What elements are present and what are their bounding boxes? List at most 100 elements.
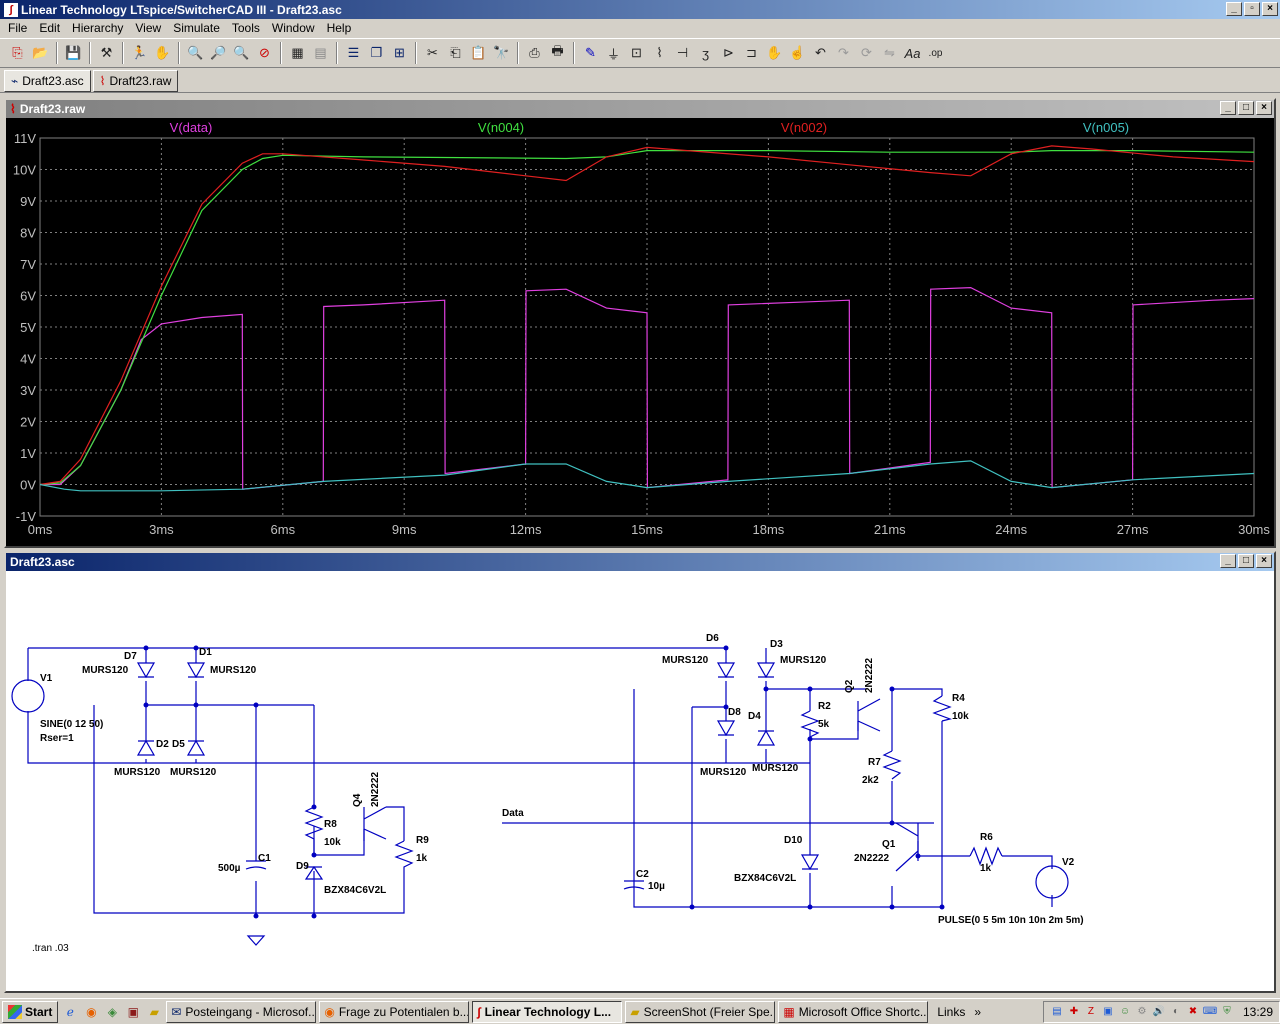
maximize-button[interactable]: □ [1238,101,1254,115]
d8-model: MURS120 [700,767,747,778]
zonealarm-icon[interactable]: Z [1087,1006,1095,1017]
cascade-icon[interactable]: ❐ [370,45,383,60]
print-setup-icon[interactable]: ⎙ [529,45,540,60]
paste-icon[interactable]: 📋 [470,45,487,60]
d5-label: D5 [172,739,185,750]
close-button[interactable]: × [1256,101,1272,115]
firefox-icon[interactable]: ◉ [86,1004,97,1019]
waveform-window-titlebar[interactable]: ⌇ Draft23.raw _ □ × [6,100,1274,118]
resistor-icon[interactable]: ⌇ [656,45,663,60]
task-firefox[interactable]: ◉ Frage zu Potentialen b... [319,1000,470,1023]
schematic-drawing[interactable]: V1 SINE(0 12 50) Rser=1 D7 MURS120 D1 MU… [6,571,1274,991]
d7-model: MURS120 [82,665,129,676]
menu-view[interactable]: View [135,21,162,35]
antivirus-icon[interactable]: ✚ [1069,1006,1079,1017]
speaker-icon[interactable]: 🔊 [1152,1006,1166,1017]
explorer-icon[interactable]: ◈ [107,1004,117,1019]
task-office-shortcuts[interactable]: ▦ Microsoft Office Shortc... [778,1000,929,1023]
menu-window[interactable]: Window [271,21,315,35]
r6-value: 1k [980,863,992,874]
links-toolbar[interactable]: Links [937,1004,966,1019]
keyboard-icon[interactable]: ⌨ [1202,1006,1218,1017]
winrar-icon[interactable]: ▣ [127,1004,140,1019]
zoom-full-icon[interactable]: 🔎 [210,45,227,60]
v2-label: V2 [1062,857,1075,868]
menu-simulate[interactable]: Simulate [173,21,220,35]
drag-icon[interactable]: ☝ [789,45,806,60]
messenger-icon[interactable]: ☺ [1119,1006,1131,1017]
tab-waveform[interactable]: ⌇ Draft23.raw [92,70,179,92]
save-icon[interactable]: 💾 [65,45,82,60]
control-panel-icon[interactable]: ⚒ [100,45,113,60]
tab-schematic[interactable]: ⌁ Draft23.asc [4,70,91,92]
toolbar-separator [280,42,282,64]
cut-icon[interactable]: ✂ [427,45,438,60]
display-icon[interactable]: ▣ [1103,1006,1113,1017]
ie-icon[interactable]: ℯ [66,1004,74,1019]
d1-model: MURS120 [210,665,257,676]
print-icon[interactable]: 🖶 [551,43,564,58]
redo-icon[interactable]: ↷ [838,45,849,60]
menu-help[interactable]: Help [326,21,352,35]
mouse-icon[interactable]: ◐ [1172,1006,1179,1017]
network-icon[interactable]: ▤ [1052,1006,1062,1017]
schematic-wires [27,647,1053,916]
close-button[interactable]: × [1262,2,1278,16]
grid-icon[interactable]: ▤ [314,45,327,60]
task-label: Linear Technology L... [484,1004,612,1019]
label-icon[interactable]: ⊡ [631,45,642,60]
tile-icon[interactable]: ⊞ [394,45,405,60]
schematic-window-titlebar[interactable]: Draft23.asc _ □ × [6,553,1274,571]
minimize-button[interactable]: _ [1226,2,1242,16]
task-screenshot-folder[interactable]: ▰ ScreenShot (Freier Spe... [625,1000,776,1023]
minimize-button[interactable]: _ [1220,554,1236,568]
menu-tools[interactable]: Tools [231,21,260,35]
zoom-cancel-icon[interactable]: ⊘ [259,45,270,60]
zoom-in-icon[interactable]: 🔍 [187,45,204,60]
tool-icon[interactable]: ✖ [1188,1006,1198,1017]
series-line-vdata [40,286,1255,490]
undo-icon[interactable]: ↶ [815,45,826,60]
copy-icon[interactable]: ⎗ [450,45,461,60]
text-icon[interactable]: Aa [904,45,921,61]
folder-icon[interactable]: ▰ [149,1004,159,1019]
spice-directive[interactable]: .tran .03 [32,943,69,954]
component-icon[interactable]: ⊐ [746,45,757,60]
zoom-out-icon[interactable]: 🔍 [233,45,250,60]
open-icon[interactable]: 📂 [32,45,49,60]
ground-icon[interactable]: ⏚ [606,46,620,62]
start-button[interactable]: Start [2,1000,59,1023]
menu-edit[interactable]: Edit [39,21,61,35]
move-icon[interactable]: ✋ [766,45,783,60]
maximize-button[interactable]: □ [1238,554,1254,568]
minimize-button[interactable]: _ [1220,101,1236,115]
menu-hierarchy[interactable]: Hierarchy [72,21,124,35]
rotate-icon[interactable]: ⟳ [861,45,872,60]
menu-file[interactable]: File [8,21,28,35]
autorange-icon[interactable]: ▦ [291,45,304,60]
mirror-icon[interactable]: ⇋ [884,45,895,60]
chevron-right-icon[interactable]: » [974,1004,982,1019]
run-icon[interactable]: 🏃 [131,45,148,60]
task-outlook[interactable]: ✉ Posteingang - Microsof... [166,1000,317,1023]
task-ltspice[interactable]: ∫ Linear Technology L... [472,1000,623,1023]
app-title: Linear Technology LTspice/SwitcherCAD II… [21,2,342,17]
update-icon[interactable]: ⚙ [1137,1006,1147,1017]
find-icon[interactable]: 🔭 [493,45,510,60]
x-tick-label: 0ms [28,522,53,537]
series-line-vn004 [39,150,1255,486]
close-button[interactable]: × [1256,554,1272,568]
tile-horizontal-icon[interactable]: ☰ [347,45,360,60]
schematic-canvas[interactable]: V1 SINE(0 12 50) Rser=1 D7 MURS120 D1 MU… [6,571,1274,991]
shield-icon[interactable]: ⛨ [1223,1006,1231,1017]
halt-icon[interactable]: ✋ [154,45,171,60]
new-schematic-icon[interactable]: ⎘ [12,45,23,60]
inductor-icon[interactable]: ʒ [701,45,710,61]
spice-directive-icon[interactable]: .op [928,47,943,59]
restore-button[interactable]: ▫ [1244,2,1260,16]
diode-icon[interactable]: ⊳ [723,45,734,60]
capacitor-icon[interactable]: ⊣ [676,45,689,60]
draw-wire-icon[interactable]: ✎ [585,45,596,60]
